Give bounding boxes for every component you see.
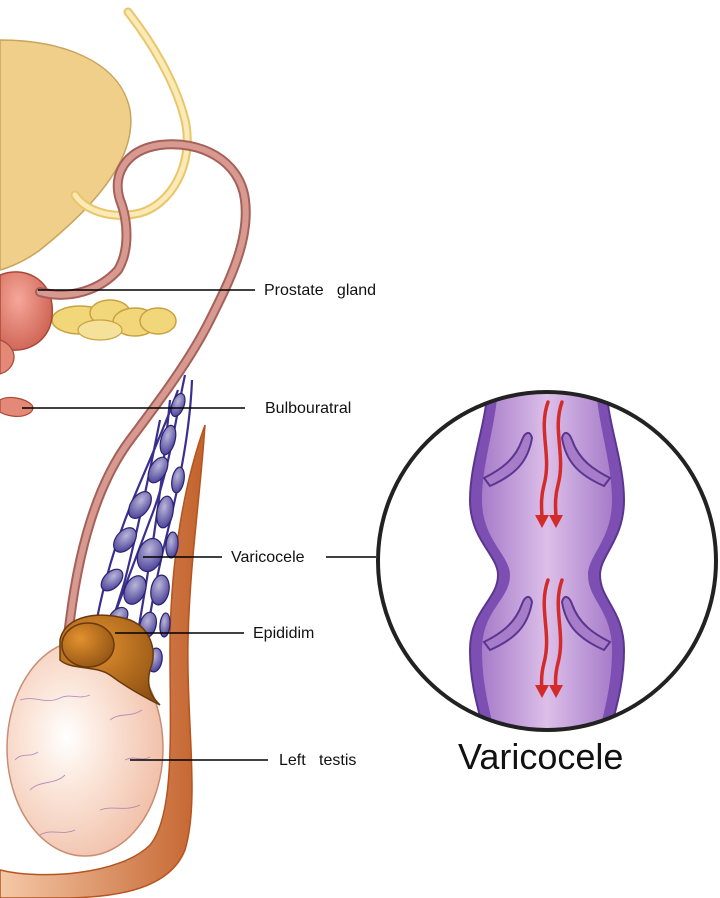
bulbourethral-gland <box>0 398 33 417</box>
label-left-testis: Left testis <box>279 752 356 770</box>
label-bulbouratral: Bulbouratral <box>265 400 351 418</box>
bladder <box>0 40 131 270</box>
seminal-vesicles <box>52 300 176 340</box>
label-epididim: Epididim <box>253 625 314 643</box>
inset-vein-magnified <box>378 380 716 760</box>
label-prostate-gland: Prostate gland <box>264 282 376 300</box>
prostate <box>0 272 52 350</box>
inset-title: Varicocele <box>458 737 623 777</box>
label-varicocele: Varicocele <box>231 549 305 567</box>
